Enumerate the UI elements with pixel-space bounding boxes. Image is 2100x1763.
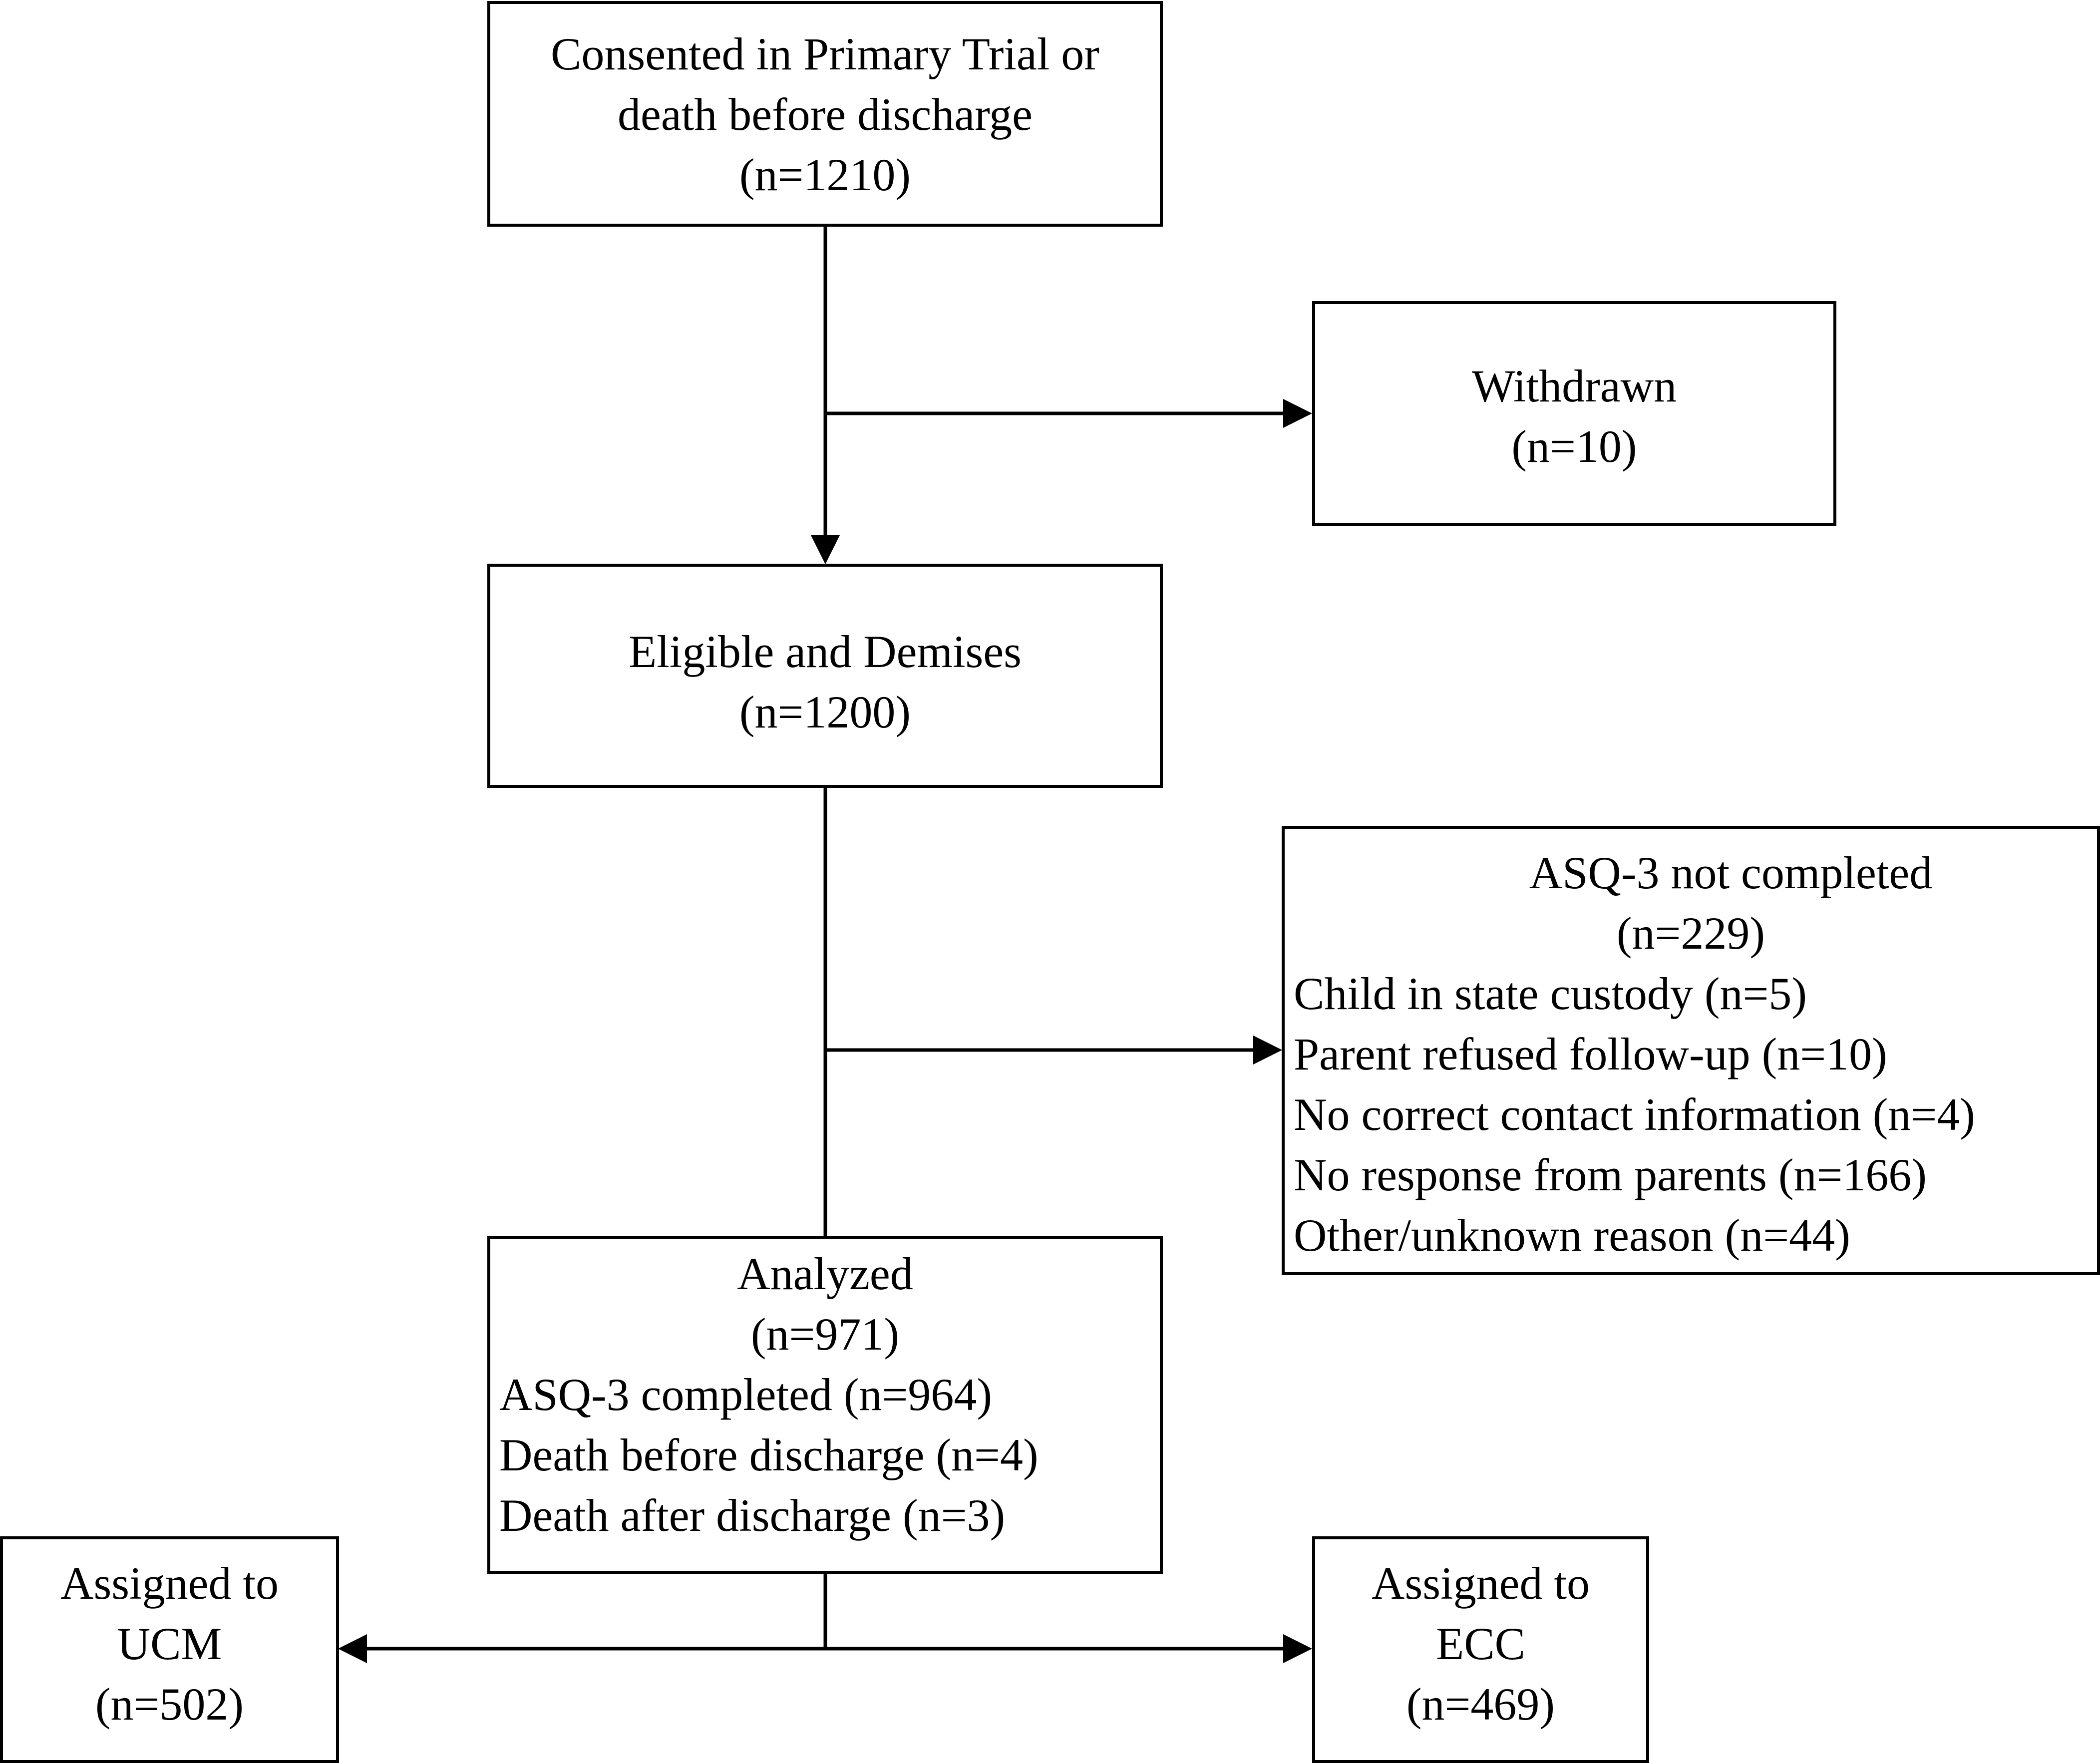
analyzed-count: (n=971) bbox=[750, 1309, 900, 1360]
ecc-line-2: ECC bbox=[1436, 1618, 1525, 1669]
connector-to-ecc bbox=[825, 1634, 1312, 1663]
withdrawn-count: (n=10) bbox=[1511, 421, 1637, 472]
consented-line-1: Consented in Primary Trial or bbox=[551, 28, 1099, 79]
reason-no-contact-info: No correct contact information (n=4) bbox=[1294, 1089, 1975, 1140]
box-eligible: Eligible and Demises (n=1200) bbox=[487, 564, 1163, 788]
ecc-count: (n=469) bbox=[1406, 1679, 1555, 1730]
reason-parent-refused: Parent refused follow-up (n=10) bbox=[1294, 1029, 1887, 1079]
box-withdrawn: Withdrawn (n=10) bbox=[1312, 301, 1836, 526]
analyzed-death-after: Death after discharge (n=3) bbox=[499, 1490, 1006, 1541]
not-completed-title: ASQ-3 not completed bbox=[1529, 847, 1933, 898]
consented-count: (n=1210) bbox=[739, 149, 911, 200]
withdrawn-title: Withdrawn bbox=[1471, 360, 1677, 411]
connector-to-ucm bbox=[338, 1634, 825, 1663]
connector-consented-to-eligible bbox=[811, 227, 840, 564]
ucm-line-1: Assigned to bbox=[60, 1558, 279, 1609]
ecc-line-1: Assigned to bbox=[1372, 1558, 1590, 1609]
analyzed-title: Analyzed bbox=[737, 1248, 913, 1299]
eligible-count: (n=1200) bbox=[739, 687, 911, 737]
ucm-count: (n=502) bbox=[95, 1679, 244, 1730]
connector-to-withdrawn bbox=[825, 399, 1312, 428]
box-ecc: Assigned to ECC (n=469) bbox=[1312, 1536, 1649, 1763]
reason-other-unknown: Other/unknown reason (n=44) bbox=[1294, 1210, 1850, 1261]
box-consented: Consented in Primary Trial or death befo… bbox=[487, 1, 1163, 227]
box-not-completed: ASQ-3 not completed (n=229) Child in sta… bbox=[1282, 826, 2100, 1275]
not-completed-count: (n=229) bbox=[1616, 908, 1765, 959]
analyzed-death-before: Death before discharge (n=4) bbox=[499, 1429, 1039, 1480]
ucm-line-2: UCM bbox=[117, 1618, 222, 1669]
connector-to-not-completed bbox=[825, 1036, 1282, 1064]
consented-line-2: death before discharge bbox=[617, 89, 1033, 140]
box-analyzed: Analyzed (n=971) ASQ-3 completed (n=964)… bbox=[487, 1236, 1163, 1574]
analyzed-asq-completed: ASQ-3 completed (n=964) bbox=[499, 1369, 993, 1420]
reason-state-custody: Child in state custody (n=5) bbox=[1294, 968, 1807, 1019]
eligible-title: Eligible and Demises bbox=[629, 626, 1022, 677]
reason-no-response: No response from parents (n=166) bbox=[1294, 1149, 1927, 1200]
box-ucm: Assigned to UCM (n=502) bbox=[0, 1536, 339, 1763]
